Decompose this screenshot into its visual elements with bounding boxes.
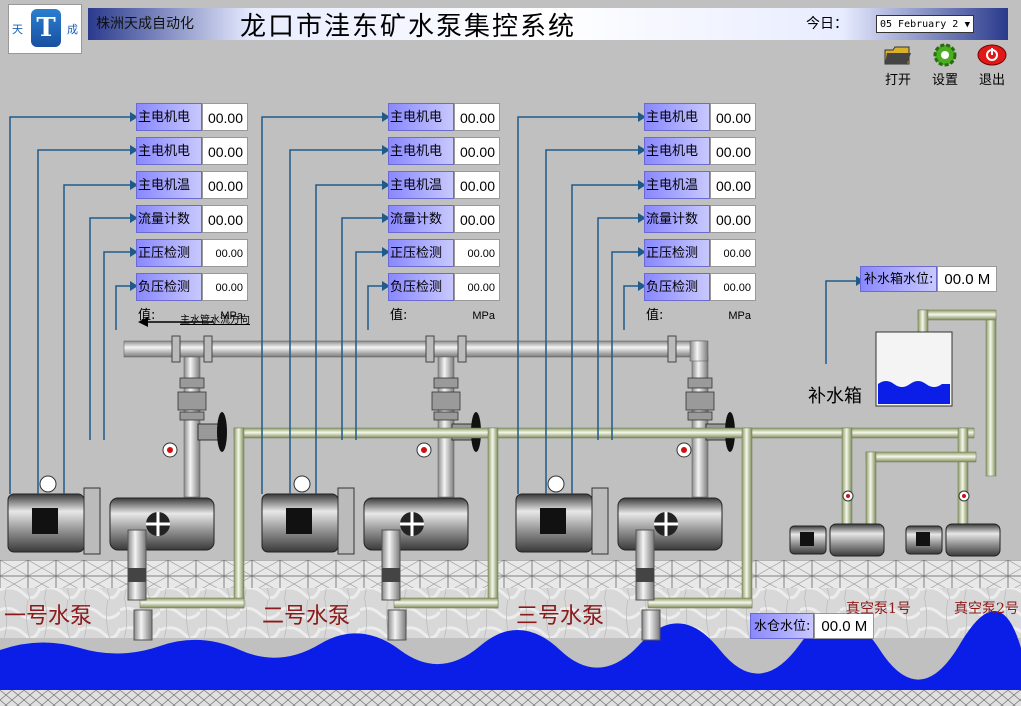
pump3-voltage: 主电机电压: 00.00 V: [644, 137, 756, 188]
pump1-name: 一号水泵: [4, 604, 93, 629]
pump2-flow: 流量计数值: 00.00 m³: [388, 205, 500, 256]
pump3-temperature: 主电机温度: 00.00 ℃: [644, 171, 756, 222]
settings-button[interactable]: 设置: [925, 42, 965, 88]
company-logo: 天 T 成: [8, 4, 82, 54]
power-icon: [972, 42, 1012, 68]
vacuum-pump2-name: 真空泵2号: [954, 601, 1019, 617]
pump1-flow: 流量计数值: 00.00 m³: [136, 205, 248, 256]
chevron-down-icon[interactable]: ▼: [964, 20, 970, 30]
exit-button[interactable]: 退出: [972, 42, 1012, 88]
date-label: 今日：: [806, 16, 848, 32]
vacuum-pump1-name: 真空泵1号: [846, 601, 911, 617]
folder-icon: [878, 42, 918, 68]
pump3-flow: 流量计数值: 00.00 m³: [644, 205, 756, 256]
sump-level-value: 00.0 M: [814, 613, 875, 639]
flow-direction-note: 主水管水流方向: [180, 315, 250, 326]
date-picker[interactable]: 05 February 2 ▼: [876, 15, 974, 33]
pump3-positive-pressure: 正压检测值: 00.00 MPa: [644, 239, 756, 289]
pump3-name: 三号水泵: [516, 604, 605, 629]
pump2-positive-pressure: 正压检测值: 00.00 MPa: [388, 239, 500, 289]
pump3-current: 主电机电流: 00.00 A: [644, 103, 756, 154]
sump-level-label: 水仓水位:: [750, 613, 815, 639]
pump1-current: 主电机电流: 00.00 A: [136, 103, 248, 154]
supply-tank-level-readout: 补水箱水位: 00.0 M: [860, 266, 998, 292]
pump2-name: 二号水泵: [262, 604, 351, 629]
pump1-positive-pressure: 正压检测值: 00.00 MPa: [136, 239, 248, 289]
date-value: 05 February 2: [880, 19, 959, 30]
exit-label: 退出: [978, 73, 1005, 88]
supply-tank-level-label: 补水箱水位:: [860, 266, 938, 292]
pump2-current: 主电机电流: 00.00 A: [388, 103, 500, 154]
open-button[interactable]: 打开: [878, 42, 918, 88]
sump-level-readout: 水仓水位: 00.0 M: [750, 613, 875, 639]
pump1-temperature: 主电机温度: 00.00 ℃: [136, 171, 248, 222]
pump1-negative-pressure: 负压检测值: 00.00 MPa: [136, 273, 248, 323]
pump2-voltage: 主电机电压: 00.00 V: [388, 137, 500, 188]
company-name: 株洲天成自动化: [96, 16, 194, 32]
gear-icon: [925, 42, 965, 68]
settings-label: 设置: [931, 73, 958, 88]
supply-tank-label: 补水箱: [808, 386, 862, 407]
logo-mark: T: [31, 9, 61, 47]
pump3-negative-pressure: 负压检测值: 00.00 MPa: [644, 273, 756, 323]
pump2-negative-pressure: 负压检测值: 00.00 MPa: [388, 273, 500, 323]
title-bar: [88, 8, 1008, 40]
supply-tank-level-value: 00.0 M: [937, 266, 998, 292]
system-title: 龙口市洼东矿水泵集控系统: [240, 12, 577, 42]
logo-left-char: 天: [12, 23, 23, 36]
open-label: 打开: [884, 73, 911, 88]
pump1-voltage: 主电机电压: 00.00 V: [136, 137, 248, 188]
logo-right-char: 成: [67, 23, 78, 36]
pump2-temperature: 主电机温度: 00.00 ℃: [388, 171, 500, 222]
